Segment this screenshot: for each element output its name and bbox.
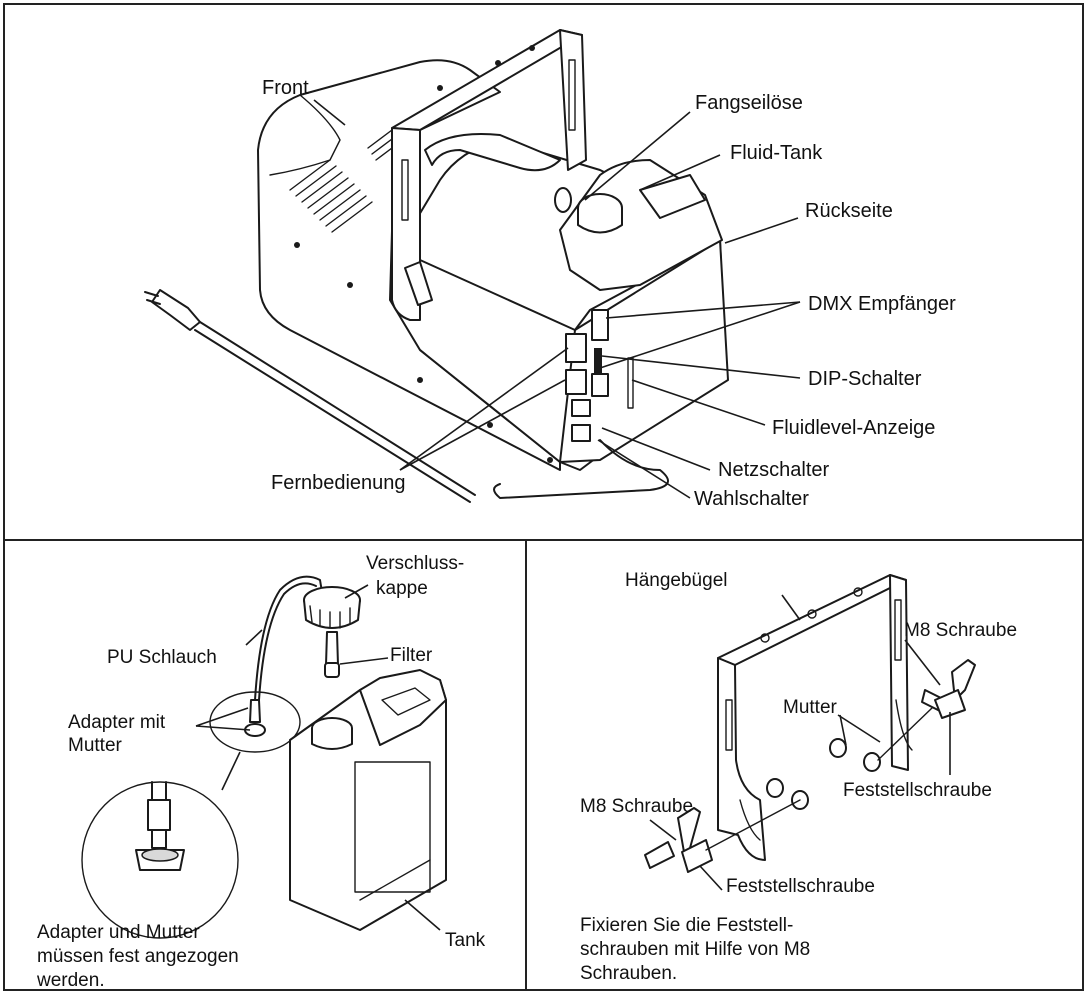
label-m8-schraube-top: M8 Schraube [904, 620, 1018, 641]
label-mutter: Mutter [783, 697, 837, 718]
label-fernbedienung: Fernbedienung [271, 472, 406, 494]
label-filter: Filter [390, 645, 433, 666]
label-tank: Tank [445, 930, 486, 951]
label-haengebuegel: Hängebügel [625, 570, 728, 591]
label-pu-schlauch: PU Schlauch [107, 647, 217, 668]
note-adapter-2: müssen fest angezogen [37, 946, 239, 967]
note-fixieren-3: Schrauben. [580, 963, 678, 984]
label-feststellschraube-bottom: Feststellschraube [726, 876, 875, 897]
note-fixieren-2: schrauben mit Hilfe von M8 [580, 939, 811, 960]
label-adapter-2: Mutter [68, 735, 122, 756]
label-fluid-tank: Fluid-Tank [730, 142, 823, 164]
label-verschlusskappe-1: Verschluss- [366, 553, 465, 574]
screw-dots [294, 45, 553, 463]
label-netzschalter: Netzschalter [718, 459, 830, 481]
note-adapter-1: Adapter und Mutter [37, 922, 200, 943]
filler-cap [554, 187, 623, 234]
label-feststellschraube-top: Feststellschraube [843, 780, 992, 801]
note-fixieren-1: Fixieren Sie die Feststell- [580, 915, 794, 936]
label-m8-schraube-bottom: M8 Schraube [580, 796, 694, 817]
label-rueckseite: Rückseite [805, 200, 893, 222]
label-dmx-empfaenger: DMX Empfänger [808, 293, 956, 315]
label-wahlschalter: Wahlschalter [694, 488, 809, 510]
bracket-diagram [644, 574, 976, 891]
note-adapter-3: werden. [37, 970, 105, 991]
cap-part [303, 586, 361, 678]
adapter-detail [135, 781, 185, 871]
power-cable [144, 289, 476, 503]
label-fluidlevel-anzeige: Fluidlevel-Anzeige [772, 417, 936, 439]
fluid-canister [289, 669, 447, 931]
hanging-bracket [391, 29, 587, 321]
top-leader-lines [313, 99, 801, 499]
fog-machine-drawing [144, 29, 729, 503]
label-adapter-1: Adapter mit [68, 712, 166, 733]
label-verschlusskappe-2: kappe [376, 578, 428, 599]
panel-bottom-right [525, 539, 1084, 991]
label-front: Front [262, 77, 309, 99]
label-dip-schalter: DIP-Schalter [808, 368, 922, 390]
rear-connectors [565, 309, 634, 442]
label-fangseiloese: Fangseilöse [695, 92, 803, 114]
tubing-diagram [81, 575, 447, 939]
